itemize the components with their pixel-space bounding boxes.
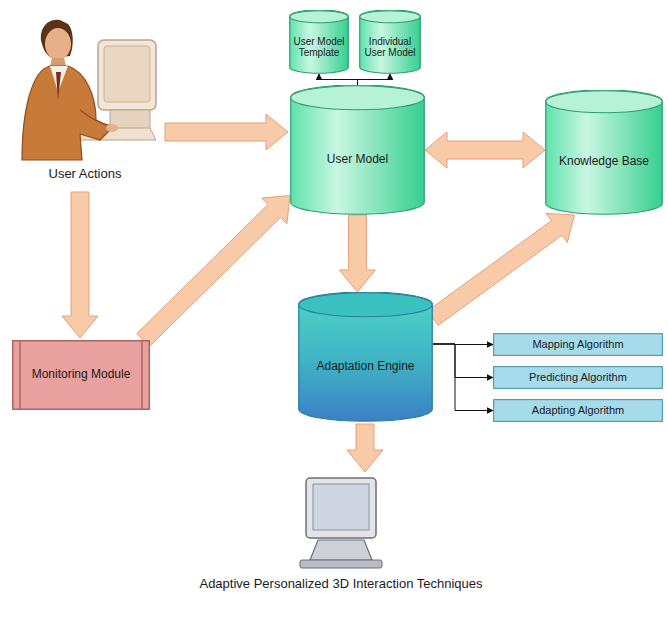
data-store-outline (545, 90, 663, 215)
node-content: Individual User Model (359, 22, 421, 72)
data-store-outline (290, 85, 425, 215)
node-label: Adaptation Engine (316, 360, 414, 374)
node-content: Mapping Algorithm (493, 333, 663, 356)
flow-arrow (347, 424, 383, 472)
node-content: Predicting Algorithm (493, 366, 663, 389)
node-label: Monitoring Module (32, 368, 131, 382)
data-store: Knowledge Base (545, 90, 663, 215)
monitor-icon (300, 478, 382, 568)
engine-cylinder-outline (298, 292, 433, 422)
node-label: Adapting Algorithm (532, 404, 624, 417)
node-label: User Model (327, 153, 388, 167)
algorithm-box: Mapping Algorithm (493, 333, 663, 356)
algorithm-box: Adapting Algorithm (493, 399, 663, 422)
node-content: Knowledge Base (545, 112, 663, 212)
node-content: Monitoring Module (12, 340, 150, 410)
thin-connector (433, 344, 493, 378)
thin-connector (433, 344, 493, 411)
thin-connector (319, 74, 358, 85)
flow-arrow (137, 196, 290, 347)
flow-arrow (428, 213, 575, 325)
node-content: Adaptation Engine (298, 316, 433, 418)
data-store: Individual User Model (359, 10, 421, 74)
thin-connector (358, 74, 391, 85)
node-label: Predicting Algorithm (529, 371, 627, 384)
figure-caption: Adaptive Personalized 3D Interaction Tec… (199, 576, 482, 591)
engine-cylinder: Adaptation Engine (298, 292, 433, 422)
node-content: Adapting Algorithm (493, 399, 663, 422)
node-label: Mapping Algorithm (532, 338, 623, 351)
algorithm-box: Predicting Algorithm (493, 366, 663, 389)
data-store: User Model (290, 85, 425, 215)
node-content: User Model Template (289, 22, 349, 72)
figure-caption: User Actions (49, 166, 122, 181)
flow-arrow (425, 132, 545, 168)
data-store: User Model Template (289, 10, 349, 74)
flow-arrow (165, 114, 288, 150)
user-figure (22, 20, 156, 160)
node-label: Individual User Model (362, 36, 418, 59)
node-label: User Model Template (292, 36, 346, 59)
node-label: Knowledge Base (559, 155, 649, 169)
node-content: User Model (290, 109, 425, 211)
flow-arrow (339, 215, 375, 292)
flow-arrow (62, 192, 98, 338)
process-box: Monitoring Module (12, 340, 150, 410)
